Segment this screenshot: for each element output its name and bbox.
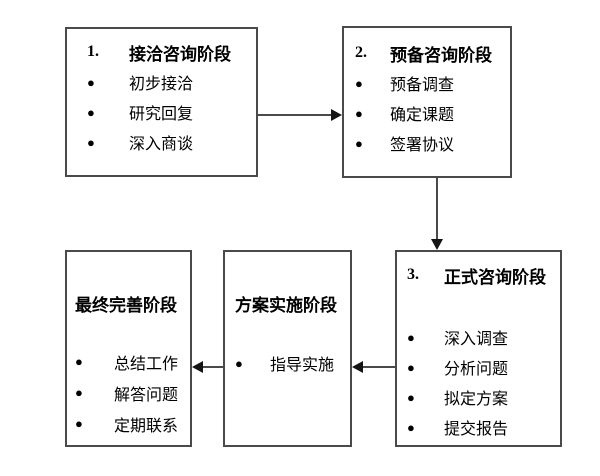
bullet-icon: ● — [407, 389, 415, 405]
stage-number: 3. — [407, 266, 419, 283]
stage-header: 3. 正式咨询阶段 — [407, 260, 560, 290]
stage-item-label: 确定课题 — [390, 107, 455, 124]
stage-item-label: 总结工作 — [114, 355, 179, 373]
list-item: ● 分析问题 — [407, 352, 560, 382]
bullet-icon: ● — [407, 419, 415, 435]
list-item: ● 初步接洽 — [87, 67, 256, 97]
bullet-icon: ● — [75, 385, 83, 400]
arrow-left-icon — [352, 361, 363, 373]
stage-title: 正式咨询阶段 — [444, 267, 546, 287]
stage-item-label: 提交报告 — [444, 421, 509, 438]
bullet-icon: ● — [407, 359, 415, 375]
stage-item-label: 定期联系 — [114, 417, 179, 435]
list-item: ● 深入调查 — [407, 322, 560, 352]
stage-title: 预备咨询阶段 — [390, 45, 492, 65]
stage-title: 接洽咨询阶段 — [129, 44, 231, 64]
arrow-line-stage2-to-stage3 — [436, 178, 438, 239]
list-item: ● 预备调查 — [355, 68, 510, 98]
bullet-icon: ● — [407, 329, 415, 345]
stage-box-initial-contact: 1. 接洽咨询阶段 ● 初步接洽 ● 研究回复 ● 深入商谈 — [65, 27, 258, 177]
bullet-icon: ● — [235, 355, 243, 371]
list-item: ● 深入商谈 — [87, 127, 256, 157]
stage-item-label: 预备调查 — [390, 77, 455, 94]
stage-item-label: 解答问题 — [114, 386, 179, 404]
list-item: ● 定期联系 — [75, 408, 190, 439]
stage-item-label: 签署协议 — [390, 137, 455, 154]
arrow-left-icon — [192, 361, 203, 373]
stage-title: 最终完善阶段 — [75, 295, 177, 315]
stage-header: 最终完善阶段 — [75, 288, 190, 318]
stage-item-label: 研究回复 — [129, 106, 194, 123]
stage-box-formal-consulting: 3. 正式咨询阶段 ● 深入调查 ● 分析问题 ● 拟定方案 ● 提交报告 — [395, 250, 562, 447]
stage-box-preparation: 2. 预备咨询阶段 ● 预备调查 ● 确定课题 ● 签署协议 — [342, 26, 512, 178]
arrow-line-stage1-to-stage2 — [257, 114, 331, 116]
list-item: ● 研究回复 — [87, 97, 256, 127]
stage-item-label: 拟定方案 — [444, 391, 509, 408]
arrow-line-stage3-to-stage4 — [363, 366, 395, 368]
list-item: ● 签署协议 — [355, 128, 510, 158]
list-item: ● 拟定方案 — [407, 382, 560, 412]
stage-header: 2. 预备咨询阶段 — [355, 38, 510, 68]
list-item: ● 提交报告 — [407, 412, 560, 442]
list-item: ● 解答问题 — [75, 377, 190, 408]
stage-box-implementation: 方案实施阶段 ● 指导实施 — [223, 250, 352, 447]
bullet-icon: ● — [75, 354, 83, 369]
stage-item-label: 深入商谈 — [129, 136, 194, 153]
stage-item-label: 初步接洽 — [129, 76, 194, 93]
list-item: ● 指导实施 — [235, 348, 350, 378]
bullet-icon: ● — [87, 74, 95, 90]
bullet-icon: ● — [75, 416, 83, 431]
stage-item-label: 深入调查 — [444, 331, 509, 348]
bullet-icon: ● — [355, 75, 363, 91]
arrow-line-stage4-to-stage5 — [203, 366, 223, 368]
stage-box-final-improvement: 最终完善阶段 ● 总结工作 ● 解答问题 ● 定期联系 — [65, 250, 192, 447]
stage-number: 2. — [355, 44, 367, 61]
list-item: ● 总结工作 — [75, 346, 190, 377]
stage-title: 方案实施阶段 — [235, 295, 337, 315]
bullet-icon: ● — [87, 104, 95, 120]
arrow-down-icon — [431, 239, 443, 250]
stage-number: 1. — [87, 43, 99, 60]
bullet-icon: ● — [87, 134, 95, 150]
bullet-icon: ● — [355, 135, 363, 151]
stage-item-label: 分析问题 — [444, 361, 509, 378]
arrow-right-icon — [331, 109, 342, 121]
bullet-icon: ● — [355, 105, 363, 121]
list-item: ● 确定课题 — [355, 98, 510, 128]
stage-item-label: 指导实施 — [270, 357, 335, 374]
stage-header: 方案实施阶段 — [235, 288, 350, 318]
stage-header: 1. 接洽咨询阶段 — [87, 37, 256, 67]
